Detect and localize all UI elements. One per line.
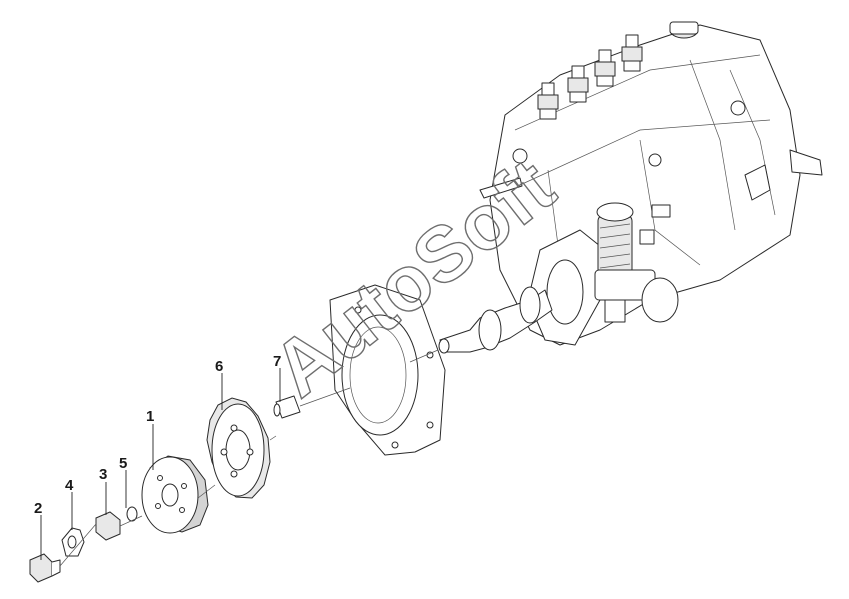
part-4-lock-washer: [61, 527, 85, 557]
callout-labels: 1 2 3 4 5 6 7: [34, 353, 281, 517]
callout-3: 3: [99, 466, 107, 483]
part-5-circlip: [126, 506, 138, 522]
drive-shaft: [438, 286, 553, 354]
callout-6: 6: [215, 358, 223, 375]
assembly-axis-lines: [59, 349, 439, 567]
part-6-gear: [206, 397, 271, 499]
part-7-pin: [273, 395, 301, 419]
callout-2: 2: [34, 500, 42, 517]
callout-leaders: [40, 368, 281, 560]
callout-1: 1: [146, 408, 154, 425]
mounting-flange-cover: [329, 284, 446, 456]
part-1-hub: [141, 455, 209, 534]
part-2-bolt: [29, 553, 61, 583]
callout-5: 5: [119, 455, 127, 472]
callout-7: 7: [273, 353, 281, 370]
callout-4: 4: [65, 477, 74, 494]
injection-pump-body: [479, 21, 823, 346]
delivery-valve-fittings: [537, 34, 643, 120]
part-3-nut: [95, 511, 121, 541]
